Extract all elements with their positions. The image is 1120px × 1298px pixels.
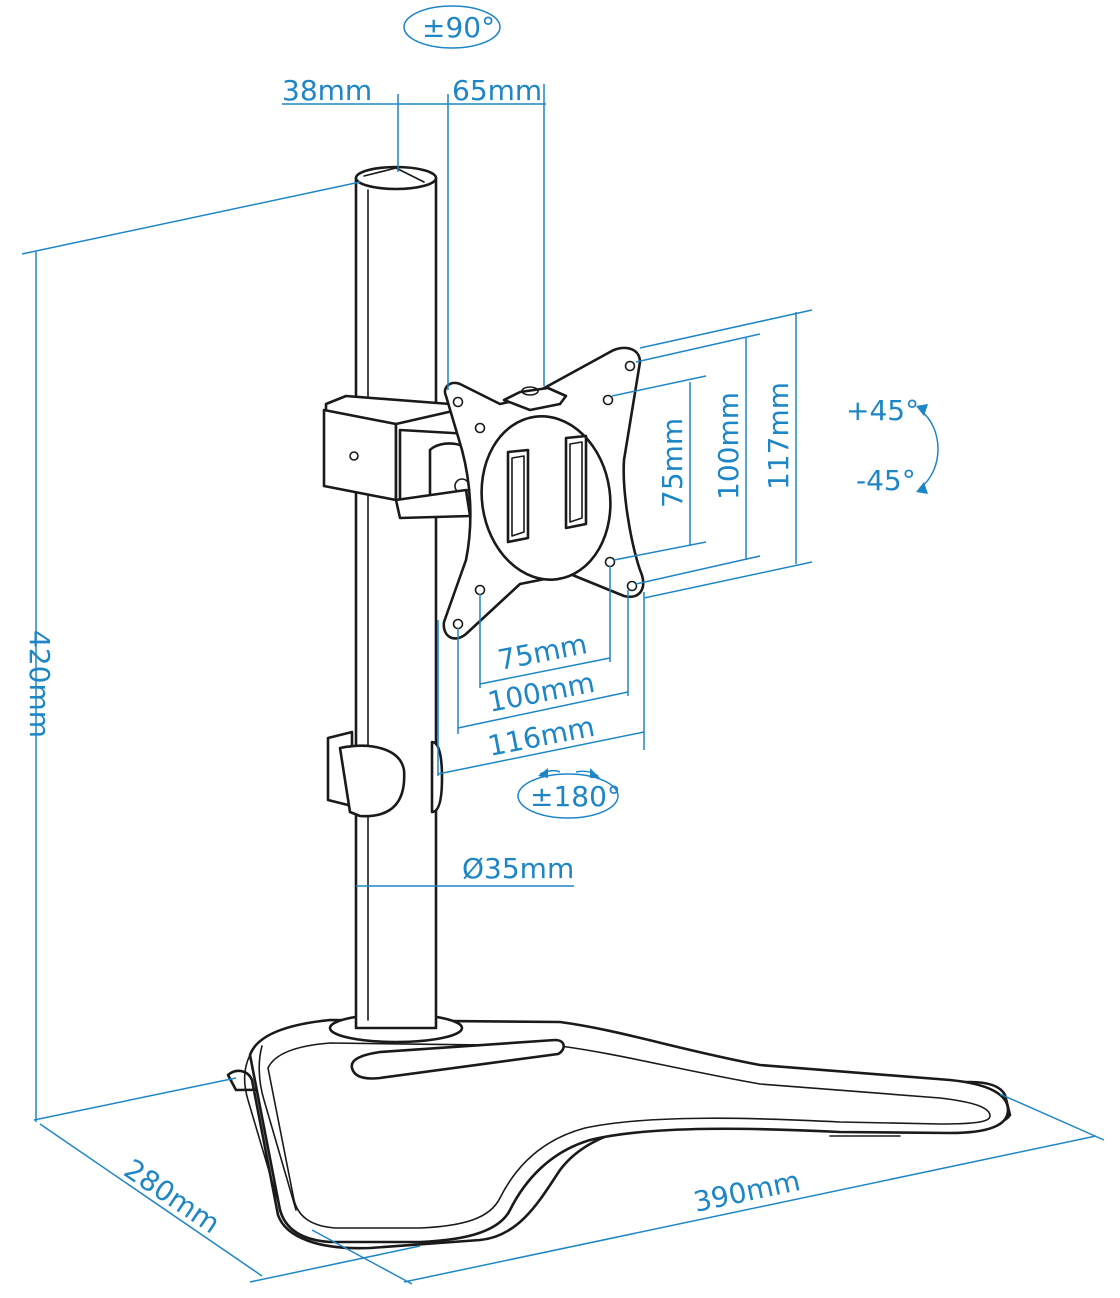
cable-clip-back: [430, 740, 444, 814]
label-total-height: 420mm: [23, 630, 56, 738]
label-plate-width: 116mm: [485, 710, 597, 763]
label-base-depth: 280mm: [118, 1152, 226, 1240]
vesa-v100-top: [635, 333, 761, 363]
stand-pole: [354, 165, 438, 1030]
tilt-arrowhead-down: [916, 482, 928, 494]
height-bottom-extension: [33, 1077, 237, 1121]
vesa-v75-top: [611, 375, 707, 397]
width-end-tick: [999, 1093, 1105, 1141]
vesa-slot-right: [564, 434, 588, 530]
rotation-arrowhead-right: [590, 768, 600, 778]
vesa-slot-left-inner: [511, 455, 525, 537]
label-rotation: ±180°: [530, 780, 621, 813]
vesa-v75-bottom: [613, 541, 707, 561]
tilt-arc: [919, 409, 939, 489]
vesa-hole-tl-inner: [474, 422, 486, 434]
plate-height-top: [639, 309, 813, 349]
depth-line: [39, 1123, 263, 1277]
base-left-edge: [243, 1054, 283, 1216]
label-offset-left: 38mm: [282, 74, 372, 107]
label-tilt-down: -45°: [856, 464, 916, 497]
cable-clip-band: [338, 744, 406, 818]
label-tilt-up: +45°: [846, 394, 919, 427]
vesa-hole-br-outer: [626, 580, 638, 592]
collar-screw: [349, 451, 359, 461]
height-top-extension: [21, 181, 361, 255]
pole-top-cap: [354, 165, 438, 191]
label-pole-diameter: Ø35mm: [462, 852, 574, 885]
vesa-slot-left: [506, 448, 530, 544]
vesa-h100-line: [457, 691, 629, 729]
vesa-hole-tl-outer: [452, 396, 464, 408]
rotation-ellipse: [517, 773, 619, 819]
label-base-width: 390mm: [691, 1164, 804, 1219]
stand-base: [226, 1012, 1012, 1250]
label-vesa-v75: 75mm: [656, 418, 689, 508]
plate-height-bottom: [643, 561, 813, 599]
base-left-edge-2: [258, 1045, 297, 1211]
plate-width-line: [437, 731, 645, 775]
pole-cap-mark: [363, 167, 425, 183]
base-top-surface: [248, 1018, 1010, 1244]
base-handle-slot: [350, 1038, 565, 1080]
width-start-tick: [311, 1229, 413, 1285]
vesa-top-knob: [502, 386, 568, 412]
vesa-v100-bottom: [635, 555, 761, 585]
rotation-arrowhead-left: [538, 768, 548, 778]
dimension-lines: [21, 5, 1105, 1285]
vesa-hole-tr-inner: [602, 394, 614, 406]
vesa-hole-tr-outer: [624, 360, 636, 372]
vesa-h75-line: [479, 657, 611, 685]
vesa-slot-right-inner: [569, 441, 583, 523]
vesa-top-knob-head: [521, 386, 539, 396]
label-vesa-v100: 100mm: [712, 392, 745, 500]
label-offset-right: 65mm: [452, 74, 542, 107]
vesa-plate: [442, 346, 645, 640]
collar-front: [322, 408, 398, 502]
pole-collar: [322, 394, 476, 520]
depth-end-tick: [249, 1245, 421, 1283]
base-inner-rim: [267, 1042, 991, 1229]
tilt-arrowhead-up: [916, 404, 928, 416]
label-plate-height: 117mm: [762, 382, 795, 490]
width-line: [403, 1135, 1097, 1283]
swivel-ellipse: [403, 5, 501, 49]
label-swivel: ±90°: [422, 11, 495, 44]
